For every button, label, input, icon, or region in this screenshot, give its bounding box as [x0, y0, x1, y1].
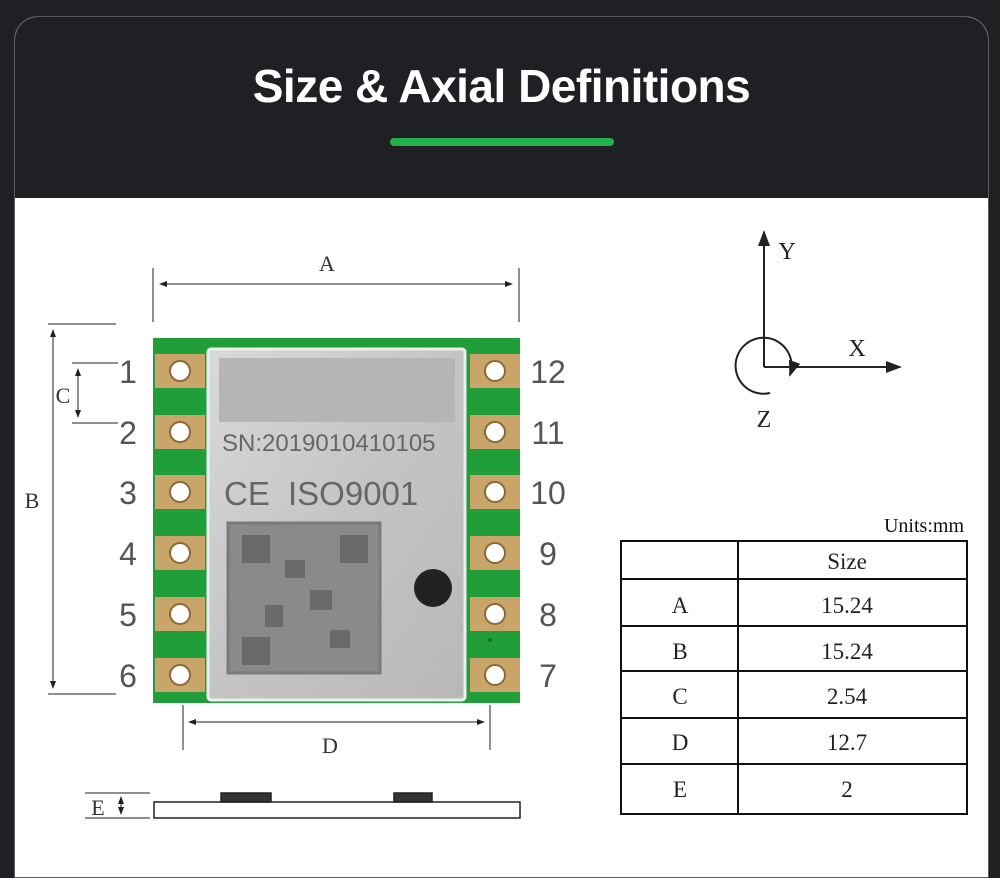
dimension-e-label: E — [91, 795, 104, 820]
pin-number-left: 2 — [119, 415, 137, 451]
pin-hole — [169, 481, 191, 503]
module-top-view: SN:2019010410105 CE ISO9001 — [153, 338, 520, 703]
pin-number-left: 4 — [119, 536, 137, 572]
pin-number-left: 5 — [119, 597, 137, 633]
pin-hole — [484, 360, 506, 382]
sensor-port — [414, 569, 452, 607]
z-rotation-icon — [734, 336, 801, 395]
dimension-b-label: B — [25, 488, 40, 513]
axis-y-label: Y — [778, 239, 795, 265]
pin-hole — [484, 603, 506, 625]
dimension-a — [152, 268, 520, 322]
ce-mark: CE — [224, 475, 270, 512]
module-side-view — [153, 792, 521, 819]
pin-number-right: 9 — [539, 536, 557, 572]
pin-number-right: 7 — [539, 658, 557, 694]
page-title: Size & Axial Definitions — [252, 60, 751, 112]
pin-hole — [169, 360, 191, 382]
axis-x-label: X — [848, 336, 865, 362]
dimension-d-label: D — [322, 733, 338, 758]
pin-number-right: 10 — [530, 475, 566, 511]
pin-number-left: 1 — [119, 354, 137, 390]
pin-hole — [169, 603, 191, 625]
pin-hole — [484, 664, 506, 686]
pin-number-left: 6 — [119, 658, 137, 694]
pin-hole — [169, 664, 191, 686]
dimension-a-label: A — [319, 251, 335, 276]
dimension-b — [48, 323, 116, 695]
pin-hole — [484, 421, 506, 443]
dimension-c-label: C — [56, 383, 71, 408]
pin-hole — [484, 481, 506, 503]
size-table — [620, 540, 968, 815]
table-row-label: B — [672, 639, 687, 664]
table-row-label: E — [673, 777, 687, 802]
pin-hole — [169, 421, 191, 443]
axis-z-label: Z — [757, 407, 772, 433]
units-label: Units:mm — [884, 515, 964, 537]
table-header-size: Size — [827, 549, 867, 574]
table-row-value: 12.7 — [827, 730, 867, 755]
pin-hole — [169, 542, 191, 564]
table-row-label: D — [672, 730, 689, 755]
table-row-value: 2 — [841, 777, 853, 802]
table-row-value: 15.24 — [821, 639, 873, 664]
table-row-label: A — [672, 593, 689, 618]
pin-number-right: 8 — [539, 597, 557, 633]
header: Size & Axial Definitions — [15, 17, 988, 198]
serial-number: SN:2019010410105 — [222, 430, 436, 457]
pin-hole — [484, 542, 506, 564]
table-row-value: 15.24 — [821, 593, 873, 618]
table-row-label: C — [672, 684, 687, 709]
pin-number-left: 3 — [119, 475, 137, 511]
title-underline — [390, 138, 614, 146]
dimension-c — [72, 362, 118, 424]
iso-certification: ISO9001 — [288, 475, 418, 512]
table-row-value: 2.54 — [827, 684, 868, 709]
dimension-e — [85, 792, 150, 819]
dimension-d — [182, 705, 491, 750]
pin-number-right: 12 — [530, 354, 566, 390]
pin-number-right: 11 — [531, 415, 564, 451]
axis-diagram — [734, 230, 902, 395]
